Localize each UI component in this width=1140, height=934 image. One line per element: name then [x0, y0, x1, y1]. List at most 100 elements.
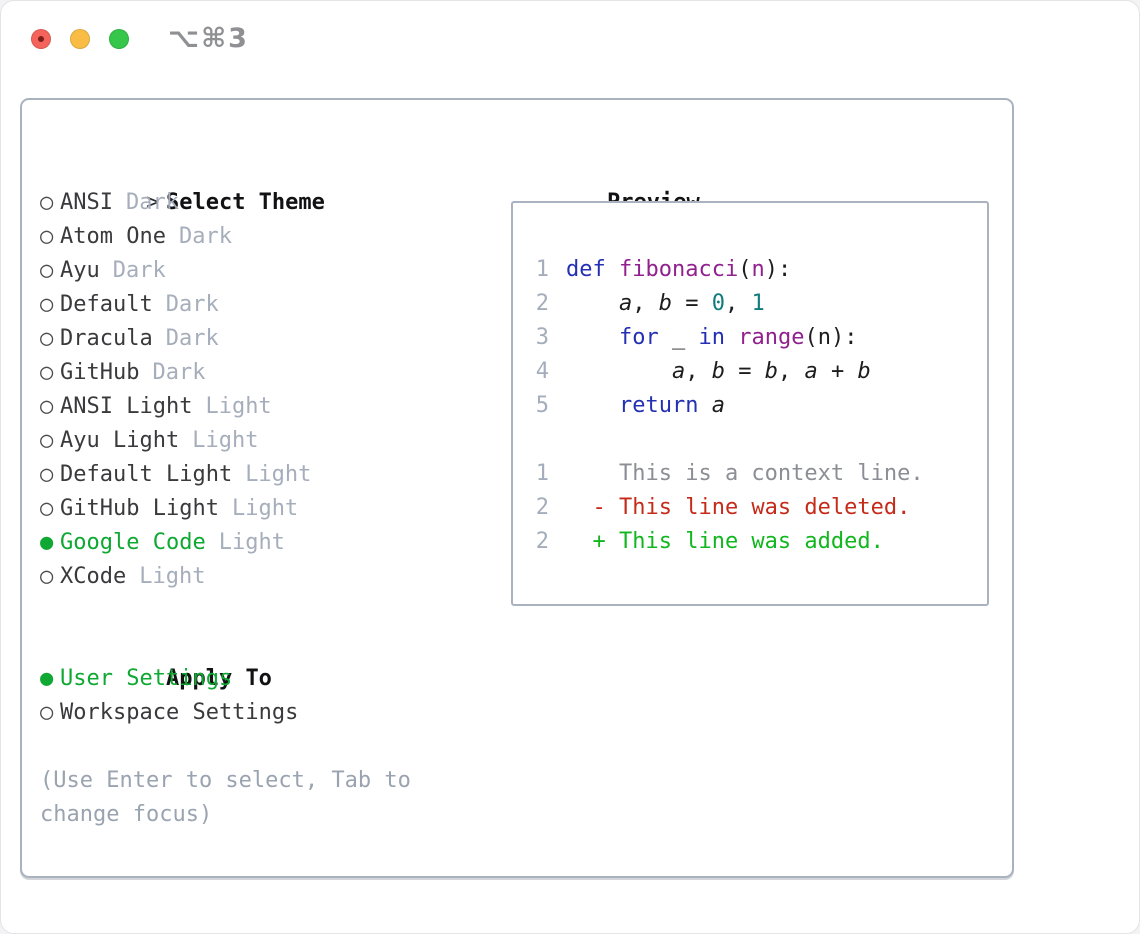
theme-variant-label: Dark — [165, 292, 219, 317]
theme-option-label: Dracula — [60, 326, 153, 351]
radio-unselected-icon: ○ — [40, 428, 54, 453]
diff-line-deleted: 2 - This line was deleted. — [535, 491, 987, 525]
theme-variant-label: Light — [231, 496, 299, 521]
theme-variant-label: Dark — [152, 360, 206, 385]
preview-column: Preview — [501, 152, 700, 215]
theme-option-github-light[interactable]: ○GitHub Light Light — [40, 492, 411, 526]
spacer — [40, 594, 411, 628]
theme-option-google-code[interactable]: ●Google Code Light — [40, 526, 411, 560]
minimize-button[interactable] — [70, 29, 90, 49]
diff-text: - This line was deleted. — [566, 495, 911, 520]
theme-option-label: Default — [60, 292, 153, 317]
preview-header-row: Preview — [501, 152, 700, 215]
code-text: for _ in range(n): — [618, 325, 858, 350]
radio-unselected-icon: ○ — [40, 462, 54, 487]
cursor-indicator: > — [145, 190, 160, 215]
spacer — [535, 423, 987, 457]
theme-option-xcode[interactable]: ○XCode Light — [40, 560, 411, 594]
apply-option-label: User Settings — [60, 666, 233, 691]
apply-option-workspace-settings[interactable]: ○Workspace Settings — [40, 696, 411, 730]
line-number: 3 — [535, 325, 549, 350]
theme-option-ansi[interactable]: ○ANSI Dark — [40, 186, 411, 220]
code-line: 1 def fibonacci(n): — [535, 253, 987, 287]
window-title: ⌥⌘3 — [168, 23, 249, 54]
apply-to-list: ●User Settings○Workspace Settings — [40, 662, 411, 730]
theme-option-github[interactable]: ○GitHub Dark — [40, 356, 411, 390]
theme-option-label: Atom One — [60, 224, 166, 249]
select-theme-header: Select Theme — [165, 190, 325, 215]
diff-text: This is a context line. — [566, 461, 924, 486]
theme-variant-label: Light — [245, 462, 312, 487]
line-number: 2 — [535, 529, 549, 554]
line-number: 1 — [535, 461, 549, 486]
theme-option-label: XCode — [60, 564, 127, 589]
theme-variant-label: Light — [192, 428, 259, 453]
code-text: return a — [618, 393, 725, 418]
theme-variant-label: Dark — [125, 190, 179, 215]
theme-variant-label: Dark — [112, 258, 166, 283]
theme-option-label: ANSI — [60, 190, 113, 215]
code-text: a, b = 0, 1 — [618, 291, 765, 316]
theme-option-label: Default Light — [60, 462, 233, 487]
radio-selected-icon: ● — [40, 530, 54, 555]
apply-option-user-settings[interactable]: ●User Settings — [40, 662, 411, 696]
radio-selected-icon: ● — [40, 666, 54, 691]
theme-option-ayu-light[interactable]: ○Ayu Light Light — [40, 424, 411, 458]
theme-option-label: ANSI Light — [60, 394, 193, 419]
theme-variant-label: Light — [218, 530, 285, 555]
radio-unselected-icon: ○ — [40, 326, 54, 351]
radio-unselected-icon: ○ — [40, 360, 54, 385]
radio-unselected-icon: ○ — [40, 258, 54, 283]
line-number: 2 — [535, 495, 549, 520]
theme-variant-label: Dark — [178, 224, 232, 249]
theme-option-ayu[interactable]: ○Ayu Dark — [40, 254, 411, 288]
theme-option-label: Ayu — [60, 258, 100, 283]
diff-line-added: 2 + This line was added. — [535, 525, 987, 559]
theme-option-label: GitHub — [60, 360, 140, 385]
radio-unselected-icon: ○ — [40, 394, 54, 419]
close-button-dot — [38, 36, 44, 42]
theme-option-default[interactable]: ○Default Dark — [40, 288, 411, 322]
diff-line-context: 1 This is a context line. — [535, 457, 987, 491]
code-line: 5 return a — [535, 389, 987, 423]
line-number: 2 — [535, 291, 549, 316]
radio-unselected-icon: ○ — [40, 564, 54, 589]
close-button[interactable] — [31, 29, 51, 49]
theme-option-atom-one[interactable]: ○Atom One Dark — [40, 220, 411, 254]
diff-preview: 1 This is a context line.2 - This line w… — [535, 457, 987, 559]
code-line: 3 for _ in range(n): — [535, 321, 987, 355]
theme-option-default-light[interactable]: ○Default Light Light — [40, 458, 411, 492]
diff-text: + This line was added. — [566, 529, 884, 554]
select-theme-header-row: >Select Theme — [40, 152, 411, 215]
code-text: def fibonacci(n): — [566, 257, 792, 282]
code-line: 2 a, b = 0, 1 — [535, 287, 987, 321]
theme-variant-label: Dark — [165, 326, 219, 351]
code-text: a, b = b, a + b — [671, 359, 871, 384]
titlebar: ⌥⌘3 — [1, 1, 1139, 79]
line-number: 4 — [535, 359, 549, 384]
theme-option-ansi-light[interactable]: ○ANSI Light Light — [40, 390, 411, 424]
apply-option-label: Workspace Settings — [60, 700, 299, 725]
radio-unselected-icon: ○ — [40, 292, 54, 317]
code-line: 4 a, b = b, a + b — [535, 355, 987, 389]
radio-unselected-icon: ○ — [40, 496, 54, 521]
theme-option-dracula[interactable]: ○Dracula Dark — [40, 322, 411, 356]
apply-to-header: Apply To — [165, 666, 272, 691]
theme-option-label: Google Code — [60, 530, 206, 555]
line-number: 5 — [535, 393, 549, 418]
spacer — [40, 730, 411, 764]
help-text-line2: change focus) — [40, 802, 213, 827]
radio-unselected-icon: ○ — [40, 224, 54, 249]
line-number: 1 — [535, 257, 549, 282]
maximize-button[interactable] — [109, 29, 129, 49]
theme-option-label: Ayu Light — [60, 428, 180, 453]
theme-variant-label: Light — [139, 564, 206, 589]
theme-variant-label: Light — [205, 394, 272, 419]
theme-option-label: GitHub Light — [60, 496, 219, 521]
radio-unselected-icon: ○ — [40, 190, 54, 215]
